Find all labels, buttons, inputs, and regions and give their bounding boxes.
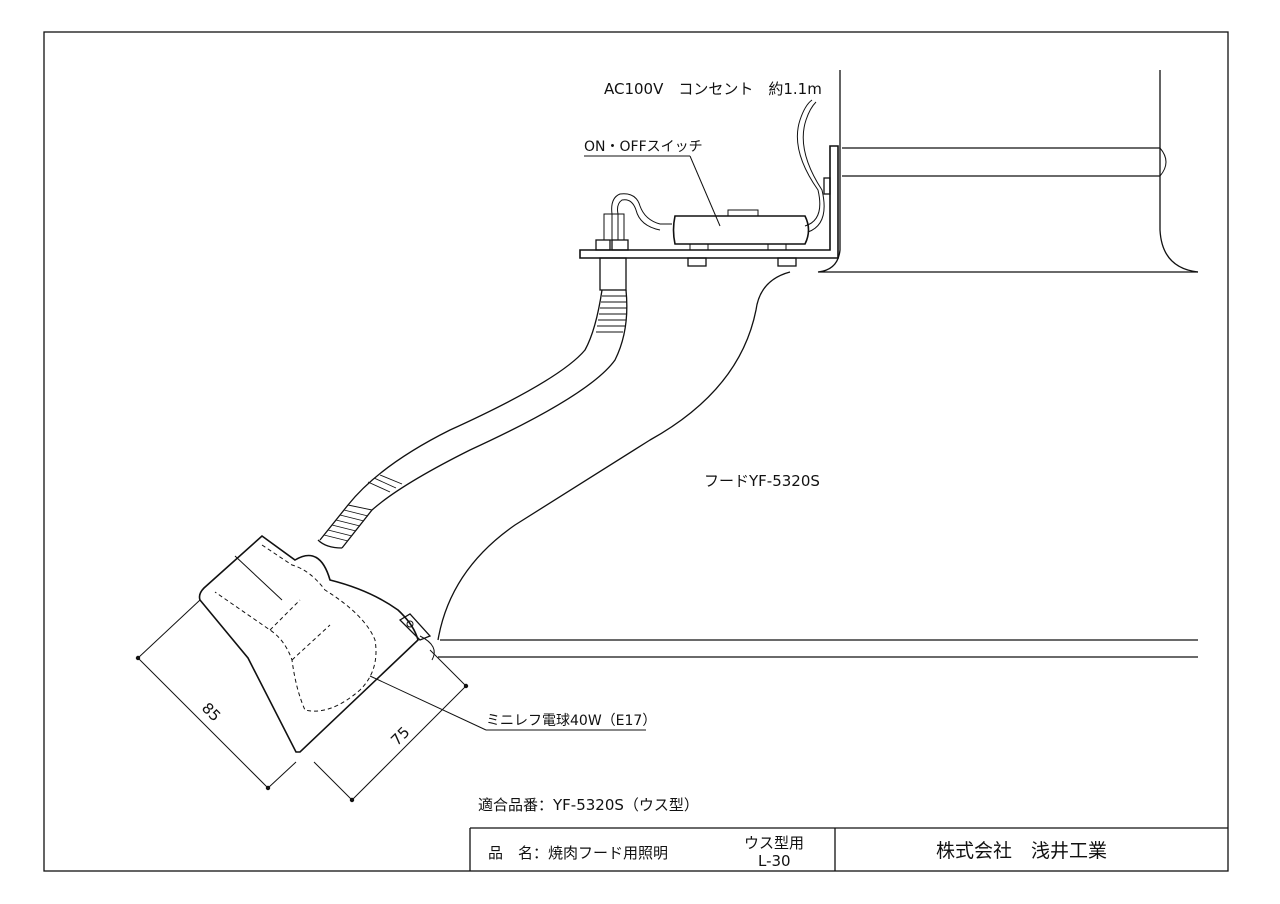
company-name: 株式会社 浅井工業 <box>936 840 1107 862</box>
hood-label: フードYF-5320S <box>704 472 820 490</box>
power-cord <box>603 99 825 241</box>
switch-body <box>660 209 810 251</box>
mounting-bracket <box>579 145 839 267</box>
leader-lines <box>369 155 721 731</box>
type-label-line1: ウス型用 <box>744 834 804 852</box>
power-label: AC100V コンセント 約1.1m <box>604 80 822 98</box>
compatible-label: 適合品番：YF-5320S（ウス型） <box>478 796 699 814</box>
switch-label: ON・OFFスイッチ <box>584 139 703 155</box>
flexible-arm <box>317 257 628 549</box>
hood-body <box>419 70 1199 661</box>
dimension-75 <box>313 649 469 803</box>
dimension-85 <box>135 599 297 791</box>
bulb-label: ミニレフ電球40W（E17） <box>486 713 656 729</box>
drawing-frame <box>43 31 1229 872</box>
dim-depth-label: 75 <box>387 723 413 749</box>
title-block: 品 名：焼肉フード用照明 ウス型用 L-30 株式会社 浅井工業 <box>469 827 1228 871</box>
lamp-head <box>198 534 432 753</box>
dim-width-label: 85 <box>198 699 224 725</box>
type-label-line2: L-30 <box>758 852 791 870</box>
product-name-label: 品 名：焼肉フード用照明 <box>488 844 668 862</box>
